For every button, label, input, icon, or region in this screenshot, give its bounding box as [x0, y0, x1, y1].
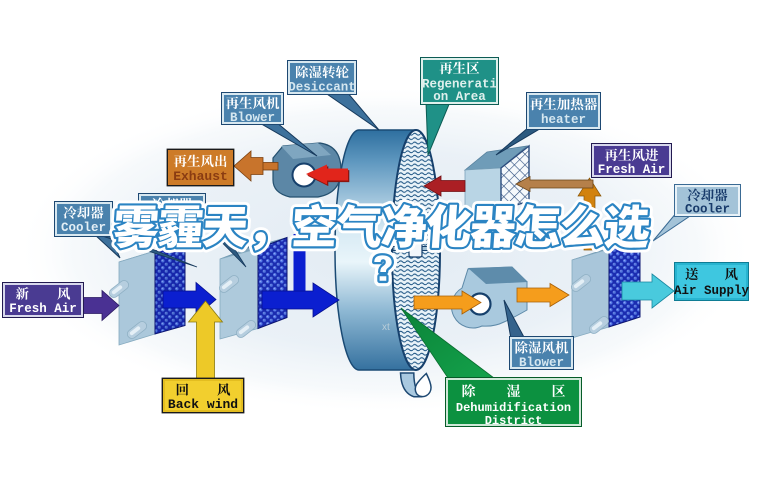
svg-text:Dehumidification: Dehumidification — [456, 401, 571, 415]
svg-text:Back wind: Back wind — [168, 397, 238, 412]
svg-text:District: District — [485, 414, 543, 428]
svg-text:Fresh Air: Fresh Air — [9, 302, 77, 316]
svg-text:Fresh Air: Fresh Air — [598, 163, 666, 177]
svg-text:on Area: on Area — [433, 90, 486, 104]
svg-text:heater: heater — [541, 113, 586, 127]
svg-text:Desiccant: Desiccant — [288, 81, 356, 95]
svg-text:Cooler: Cooler — [685, 203, 730, 217]
svg-text:Regenerati: Regenerati — [422, 78, 497, 92]
svg-text:Cooler: Cooler — [61, 221, 106, 235]
svg-text:Blower: Blower — [230, 111, 275, 125]
svg-text:Air Supply: Air Supply — [674, 284, 750, 298]
svg-text:Exhaust: Exhaust — [173, 169, 228, 184]
svg-text:xt: xt — [382, 322, 390, 333]
svg-text:Blower: Blower — [519, 356, 564, 370]
